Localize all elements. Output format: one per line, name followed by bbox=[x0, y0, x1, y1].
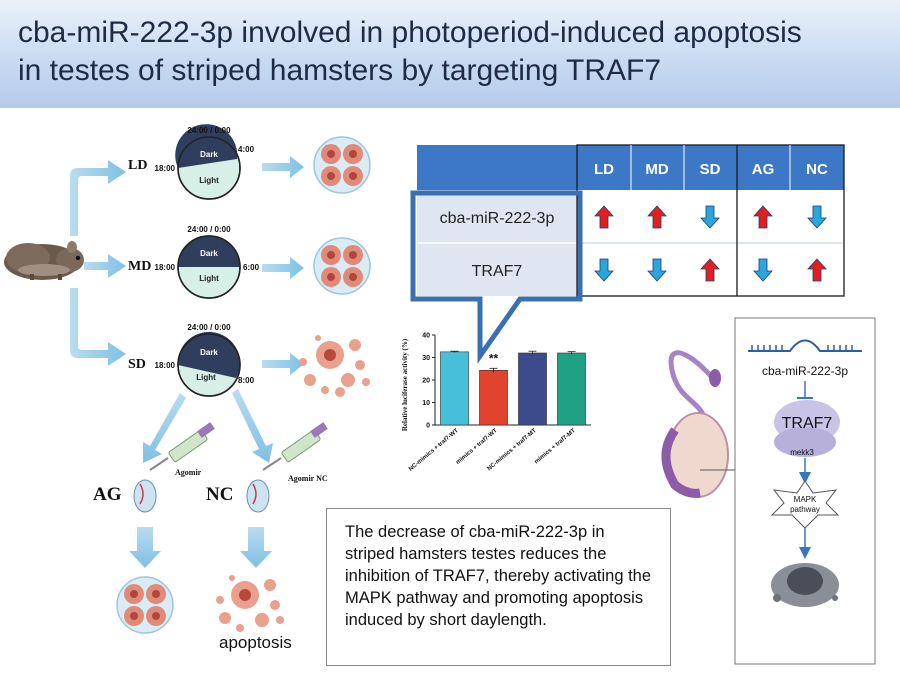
chart-x-tick-label: NC-mimics + traf7-WT bbox=[408, 428, 460, 473]
md-left-time: 18:00 bbox=[155, 263, 176, 272]
pathway-mirna-label: cba-miR-222-3p bbox=[762, 364, 848, 378]
chart-bar bbox=[479, 370, 508, 426]
sd-top-time: 24:00 / 0:00 bbox=[187, 323, 231, 332]
chart-bar bbox=[518, 352, 547, 426]
ld-light-label: Light bbox=[199, 176, 219, 185]
traf7-label: TRAF7 bbox=[782, 415, 833, 432]
mekk3-label: mekk3 bbox=[790, 448, 814, 457]
expression-table: LD MD SD AG NC cba-miR-222-3p TRAF7 bbox=[410, 144, 845, 364]
syringe-ag-image bbox=[149, 422, 215, 471]
apoptotic-cells-sd bbox=[299, 335, 370, 397]
col-header-ag: AG bbox=[752, 161, 775, 178]
syringe-nc-image bbox=[262, 422, 328, 471]
direction-arrows bbox=[594, 205, 827, 282]
result-arrows bbox=[129, 527, 272, 568]
sd-light-label: Light bbox=[196, 373, 216, 382]
up-arrow-icon bbox=[753, 205, 773, 229]
treatment-arrows bbox=[143, 389, 273, 463]
sd-left-time: 18:00 bbox=[155, 361, 176, 370]
chart-y-tick-label: 10 bbox=[422, 400, 430, 407]
chart-y-tick-label: 30 bbox=[422, 355, 430, 362]
testis-epididymis-image bbox=[661, 350, 737, 498]
row-label-mirna: cba-miR-222-3p bbox=[440, 210, 555, 227]
normal-tubule-ld bbox=[313, 136, 371, 194]
nc-label: NC bbox=[206, 484, 233, 505]
chart-x-tick-label: mimics + traf7-WT bbox=[455, 428, 499, 466]
down-arrow-icon bbox=[700, 205, 720, 229]
up-arrow-icon bbox=[594, 205, 614, 229]
luciferase-bar-chart: Relative luciferase activity (%) 0 10 20 30… bbox=[401, 333, 591, 473]
mirna-hairpin-icon bbox=[748, 339, 862, 352]
testis-ag-image bbox=[133, 479, 157, 513]
ld-label: LD bbox=[128, 158, 147, 173]
callout-outline bbox=[410, 190, 583, 364]
chart-y-tick-label: 0 bbox=[426, 423, 430, 430]
up-arrow-icon bbox=[647, 205, 667, 229]
summary-text: The decrease of cba-miR-222-3p in stripe… bbox=[345, 523, 652, 629]
chart-bar bbox=[557, 352, 586, 426]
down-arrow-icon bbox=[594, 258, 614, 282]
ld-right-time: 4:00 bbox=[238, 145, 255, 154]
pathway-diagram: cba-miR-222-3p TRAF7 mekk3 MAPK pathway bbox=[661, 317, 876, 665]
chart-x-tick-label: mimics + traf7-MT bbox=[534, 428, 577, 466]
summary-box: The decrease of cba-miR-222-3p in stripe… bbox=[326, 508, 671, 666]
ld-clock: LD Dark Light 24:00 / 0:00 18:00 4:00 bbox=[128, 124, 255, 200]
sd-right-time: 8:00 bbox=[238, 376, 255, 385]
ld-dark-label: Dark bbox=[200, 150, 218, 159]
md-right-time: 6:00 bbox=[243, 263, 260, 272]
md-clock: MD Dark Light 24:00 / 0:00 18:00 6:00 bbox=[128, 225, 260, 299]
branch-arrows bbox=[70, 160, 126, 366]
testis-nc-image bbox=[246, 479, 270, 513]
hamster-image bbox=[4, 241, 84, 280]
md-label: MD bbox=[128, 259, 151, 274]
apoptosis-label: apoptosis bbox=[219, 633, 292, 652]
row-label-traf7: TRAF7 bbox=[472, 263, 523, 280]
col-header-ld: LD bbox=[594, 161, 614, 178]
agomir-nc-label: Agomir NC bbox=[288, 474, 328, 483]
chart-y-tick-label: 20 bbox=[422, 378, 430, 385]
title-banner bbox=[0, 0, 900, 108]
mapk-label-line1: MAPK bbox=[794, 495, 817, 504]
col-header-sd: SD bbox=[700, 161, 721, 178]
normal-tubule-ag bbox=[116, 576, 174, 634]
title-line-1: cba-miR-222-3p involved in photoperiod-i… bbox=[18, 16, 802, 49]
up-arrow-icon bbox=[700, 258, 720, 282]
chart-significance-label: ** bbox=[489, 351, 499, 365]
col-header-nc: NC bbox=[806, 161, 828, 178]
md-dark-label: Dark bbox=[200, 249, 218, 258]
sd-clock: SD Dark Light 24:00 / 0:00 18:00 8:00 bbox=[128, 323, 255, 397]
chart-bar bbox=[440, 351, 469, 426]
ld-top-time: 24:00 / 0:00 bbox=[187, 126, 231, 135]
chart-y-tick-label: 40 bbox=[422, 333, 430, 340]
ag-label: AG bbox=[93, 484, 122, 505]
chart-y-axis-label: Relative luciferase activity (%) bbox=[401, 338, 409, 431]
normal-tubule-md bbox=[313, 237, 371, 295]
md-light-label: Light bbox=[199, 274, 219, 283]
ld-left-time: 18:00 bbox=[155, 164, 176, 173]
down-arrow-icon bbox=[647, 258, 667, 282]
sd-label: SD bbox=[128, 357, 146, 372]
mekk3-node bbox=[774, 427, 836, 457]
apoptotic-cell-image bbox=[771, 563, 839, 607]
down-arrow-icon bbox=[807, 205, 827, 229]
apoptotic-cells-nc bbox=[216, 575, 284, 632]
down-arrow-icon bbox=[753, 258, 773, 282]
tissue-arrows bbox=[262, 156, 304, 375]
agomir-label: Agomir bbox=[175, 468, 202, 477]
mapk-label-line2: pathway bbox=[790, 505, 820, 514]
up-arrow-icon bbox=[807, 258, 827, 282]
sd-dark-label: Dark bbox=[200, 348, 218, 357]
title-line-2: in testes of striped hamsters by targeti… bbox=[18, 54, 662, 87]
page-title: cba-miR-222-3p involved in photoperiod-i… bbox=[18, 14, 888, 90]
md-top-time: 24:00 / 0:00 bbox=[187, 225, 231, 234]
col-header-md: MD bbox=[645, 161, 668, 178]
photoperiod-diagram: LD Dark Light 24:00 / 0:00 18:00 4:00 MD… bbox=[4, 124, 371, 634]
